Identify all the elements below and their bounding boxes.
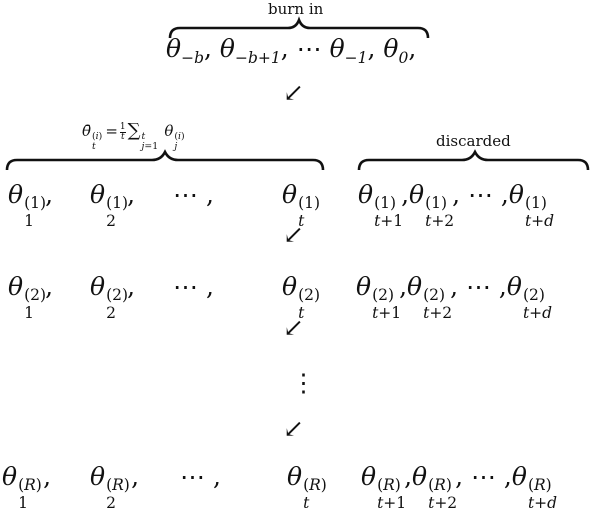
- row-2-discarded: θ(2)t+1,θ(2)t+2, ⋯ ,θ(2)t+d: [356, 272, 553, 322]
- row-R-theta-1: θ(R)1,: [2, 462, 52, 512]
- row-R-ellipsis: ⋯ ,: [180, 462, 221, 491]
- burn-in-brace: [168, 16, 430, 39]
- row-R-discarded: θ(R)t+1,θ(R)t+2, ⋯ ,θ(R)t+d: [361, 462, 558, 512]
- row-2-theta-t: θ(2)t: [282, 272, 321, 322]
- burn-in-sequence: θ−b, θ−b+1, ⋯ θ−1, θ0,: [166, 34, 417, 67]
- arrow-icon: ↙: [283, 78, 304, 107]
- arrow-icon: ↙: [283, 414, 304, 443]
- arrow-icon: ↙: [283, 220, 304, 249]
- arrow-icon: ↙: [283, 313, 304, 342]
- row-R-theta-t: θ(R)t: [287, 462, 327, 512]
- row-R-theta-2: θ(R)2,: [90, 462, 140, 512]
- row-1-theta-1: θ(1)1,: [8, 180, 54, 230]
- row-1-theta-2: θ(1)2,: [90, 180, 136, 230]
- braces-layer: [5, 16, 590, 171]
- discarded-label: discarded: [436, 132, 511, 150]
- vdots-icon: ⋮: [291, 368, 316, 397]
- row-2-ellipsis: ⋯ ,: [173, 272, 214, 301]
- discarded-brace: [357, 149, 590, 171]
- kept-brace: [5, 149, 325, 171]
- burn-in-label: burn in: [268, 0, 324, 18]
- row-2-theta-1: θ(2)1,: [8, 272, 54, 322]
- row-1-theta-t: θ(1)t: [282, 180, 321, 230]
- row-2-theta-2: θ(2)2,: [90, 272, 136, 322]
- row-1-discarded: θ(1)t+1,θ(1)t+2, ⋯ ,θ(1)t+d: [358, 180, 555, 230]
- row-1-ellipsis: ⋯ ,: [173, 180, 214, 209]
